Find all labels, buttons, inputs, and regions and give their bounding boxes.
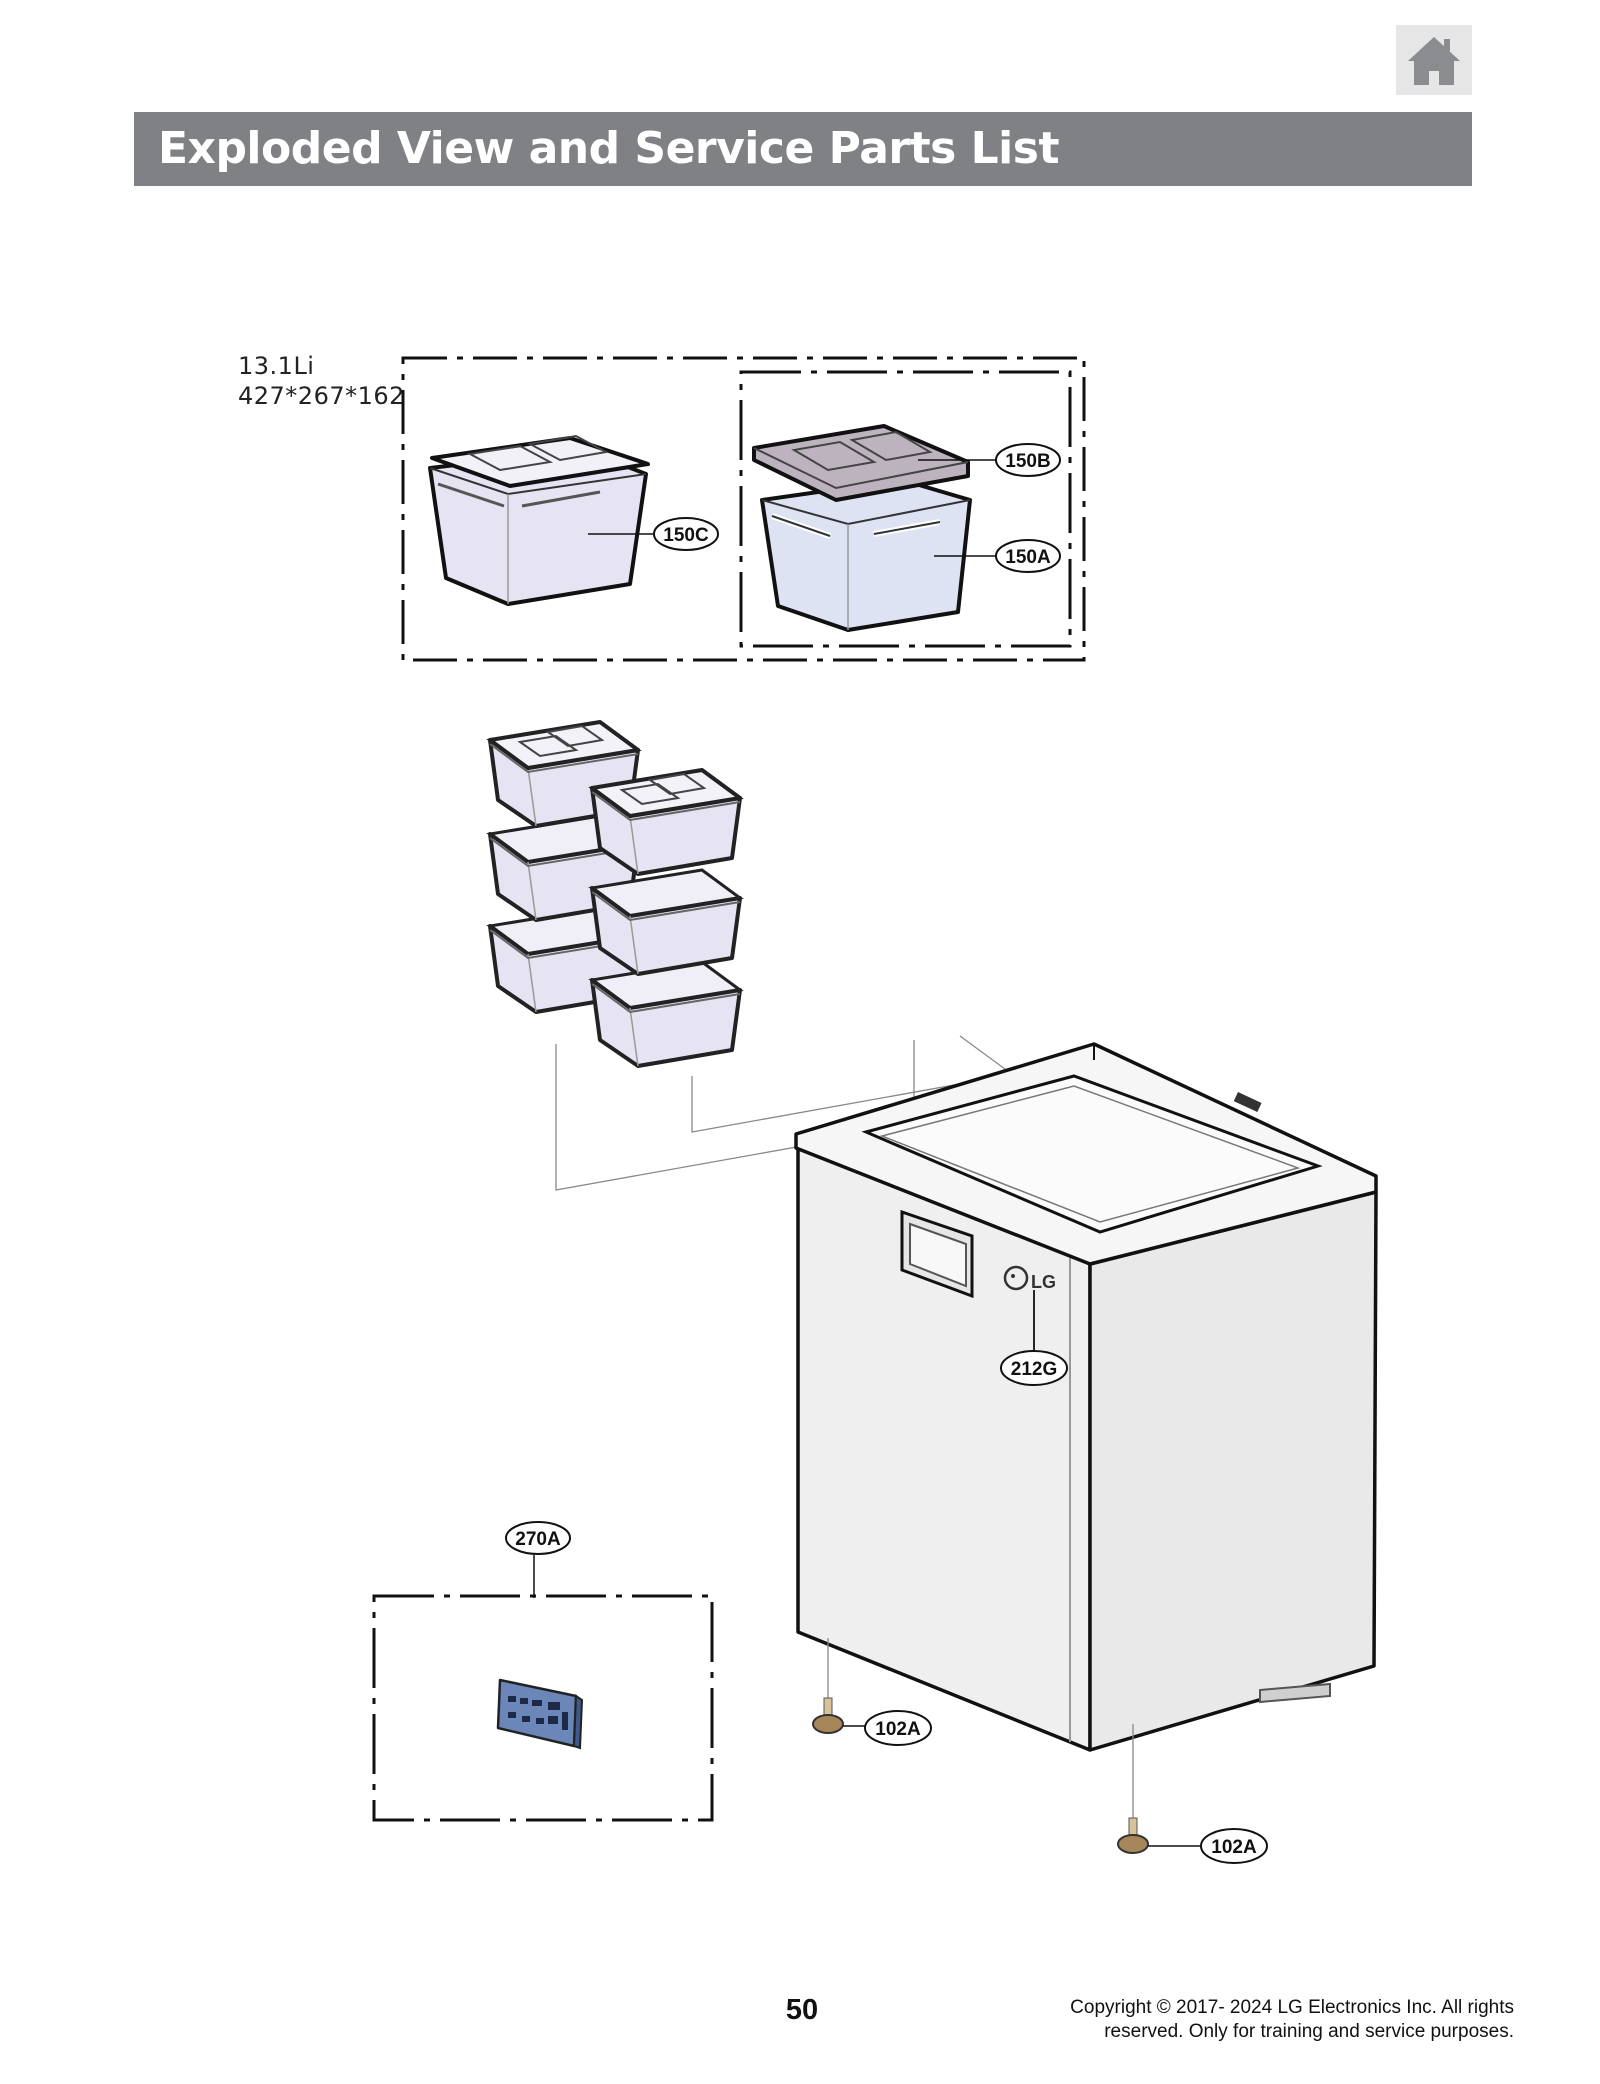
- callout-102A-right[interactable]: 102A: [1200, 1828, 1268, 1864]
- page-title: Exploded View and Service Parts List: [158, 123, 1059, 174]
- lid-150B[interactable]: [752, 424, 970, 502]
- callout-150B-label: 150B: [1005, 451, 1050, 472]
- callout-150C-label: 150C: [663, 525, 709, 546]
- capacity-label: 13.1Li: [238, 352, 315, 380]
- bin-150A[interactable]: [760, 478, 972, 632]
- callout-270A[interactable]: 270A: [505, 1521, 571, 1555]
- dimensions-label: 427*267*162: [238, 382, 405, 410]
- copyright-notice: Copyright © 2017- 2024 LG Electronics In…: [960, 1996, 1514, 2044]
- callout-150B[interactable]: 150B: [995, 443, 1061, 477]
- callout-102A-right-label: 102A: [1211, 1837, 1257, 1858]
- callout-150A-label: 150A: [1005, 547, 1051, 568]
- home-button[interactable]: [1396, 25, 1472, 95]
- bin-set-frame: [401, 356, 1086, 662]
- callout-102A-left[interactable]: 102A: [864, 1710, 932, 1746]
- callout-150C[interactable]: 150C: [653, 517, 719, 551]
- home-icon: [1408, 37, 1460, 85]
- page-number: 50: [785, 1994, 819, 2026]
- cabinet-body: [794, 1042, 1378, 1752]
- stacked-bins: [488, 720, 742, 1068]
- callout-270A-label: 270A: [515, 1529, 561, 1550]
- leveling-foot-left[interactable]: [812, 1638, 866, 1734]
- lg-logo: LG: [1003, 1265, 1056, 1352]
- control-panel-270A[interactable]: [496, 1678, 584, 1750]
- svg-text:LG: LG: [1031, 1272, 1056, 1292]
- bin-with-lid-150C[interactable]: [428, 434, 650, 606]
- copyright-line-2: reserved. Only for training and service …: [1104, 2021, 1514, 2042]
- callout-212G[interactable]: 212G: [1000, 1350, 1068, 1386]
- callout-150A[interactable]: 150A: [995, 539, 1061, 573]
- control-panel-frame: [372, 1555, 714, 1822]
- callout-212G-label: 212G: [1011, 1359, 1057, 1380]
- copyright-line-1: Copyright © 2017- 2024 LG Electronics In…: [1070, 1997, 1514, 2018]
- callout-102A-left-label: 102A: [875, 1719, 921, 1740]
- section-title-bar: Exploded View and Service Parts List: [134, 112, 1472, 186]
- leveling-foot-right[interactable]: [1117, 1724, 1202, 1854]
- display-window: [900, 1209, 974, 1299]
